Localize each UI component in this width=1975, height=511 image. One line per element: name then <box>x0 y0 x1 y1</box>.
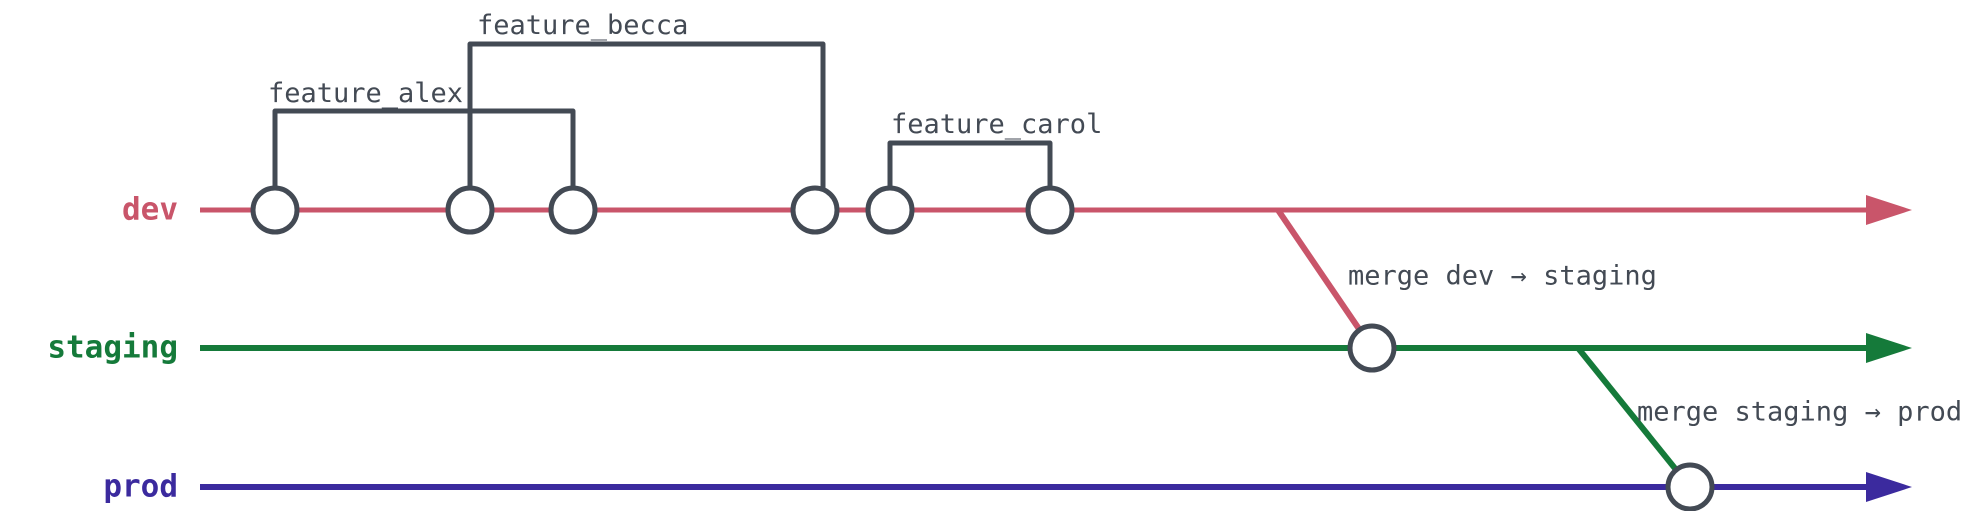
merge-label-dev-to-staging: merge dev → staging <box>1348 261 1657 292</box>
commit-node-dev-5[interactable] <box>865 185 915 235</box>
commit-nodes-group <box>250 185 1715 511</box>
lane-label-prod: prod <box>103 469 178 505</box>
branch-bracket-feature-carol <box>887 140 1053 191</box>
merge-labels-group: merge dev → staging merge staging → prod <box>1348 261 1962 428</box>
lane-lines-group <box>200 207 1888 490</box>
merge-line-staging-to-prod <box>1575 346 1693 489</box>
commit-node-prod-merge[interactable] <box>1665 462 1715 511</box>
arrowhead-icon-prod <box>1866 472 1912 502</box>
feature-branch-labels-group: feature_alex feature_becca feature_carol <box>268 10 1102 140</box>
merge-line-dev-to-staging <box>1275 208 1375 350</box>
commit-node-staging-merge[interactable] <box>1347 323 1397 373</box>
commit-node-dev-6[interactable] <box>1025 185 1075 235</box>
merge-lines-group <box>1275 208 1693 489</box>
lane-labels-group: dev staging prod <box>47 192 178 505</box>
commit-node-dev-3[interactable] <box>548 185 598 235</box>
commit-node-dev-1[interactable] <box>250 185 300 235</box>
lane-label-staging: staging <box>47 330 178 366</box>
branch-label-feature-becca: feature_becca <box>477 10 688 41</box>
lane-arrowheads-group <box>1866 195 1912 502</box>
branch-bracket-feature-alex <box>272 108 576 191</box>
branch-label-feature-carol: feature_carol <box>891 109 1102 140</box>
branch-label-feature-alex: feature_alex <box>268 78 463 109</box>
lane-label-dev: dev <box>122 192 178 228</box>
feature-branch-brackets-group <box>272 41 1053 191</box>
arrowhead-icon-dev <box>1866 195 1912 225</box>
branch-bracket-feature-becca <box>467 41 826 191</box>
commit-node-dev-2[interactable] <box>445 185 495 235</box>
merge-label-staging-to-prod: merge staging → prod <box>1637 397 1962 428</box>
arrowhead-icon-staging <box>1866 333 1912 363</box>
commit-node-dev-4[interactable] <box>790 185 840 235</box>
